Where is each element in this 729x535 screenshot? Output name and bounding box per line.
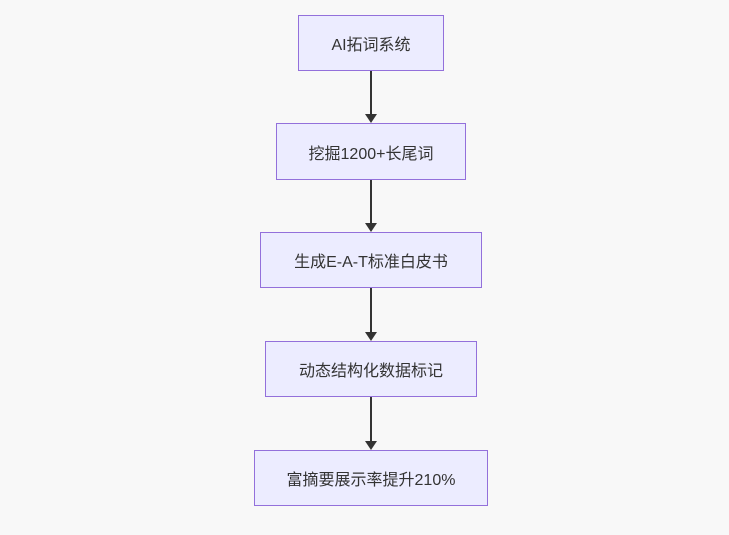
flow-arrow-1 (365, 71, 377, 123)
flow-arrow-3 (365, 288, 377, 341)
flow-node-label: 动态结构化数据标记 (298, 363, 443, 380)
arrow-line (370, 397, 372, 441)
arrowhead-down-icon (365, 114, 377, 123)
flow-arrow-4 (365, 397, 377, 450)
flow-node-label: 挖掘1200+长尾词 (308, 145, 434, 163)
arrowhead-down-icon (365, 441, 377, 450)
arrow-line (370, 288, 372, 332)
arrow-line (370, 180, 372, 223)
flow-node-longtail-mining: 挖掘1200+长尾词 (276, 123, 466, 180)
flow-node-structured-data: 动态结构化数据标记 (265, 341, 477, 397)
flow-node-eat-whitepaper: 生成E-A-T标准白皮书 (260, 232, 482, 288)
flow-node-rich-snippet-result: 富摘要展示率提升210% (254, 450, 488, 506)
arrow-line (370, 71, 372, 114)
flow-node-label: 富摘要展示率提升210% (286, 472, 456, 489)
flow-arrow-2 (365, 180, 377, 232)
arrowhead-down-icon (365, 332, 377, 341)
flow-node-ai-word-expansion: AI拓词系统 (298, 15, 444, 71)
flow-node-label: 生成E-A-T标准白皮书 (294, 254, 448, 271)
arrowhead-down-icon (365, 223, 377, 232)
flow-node-label: AI拓词系统 (331, 37, 411, 54)
